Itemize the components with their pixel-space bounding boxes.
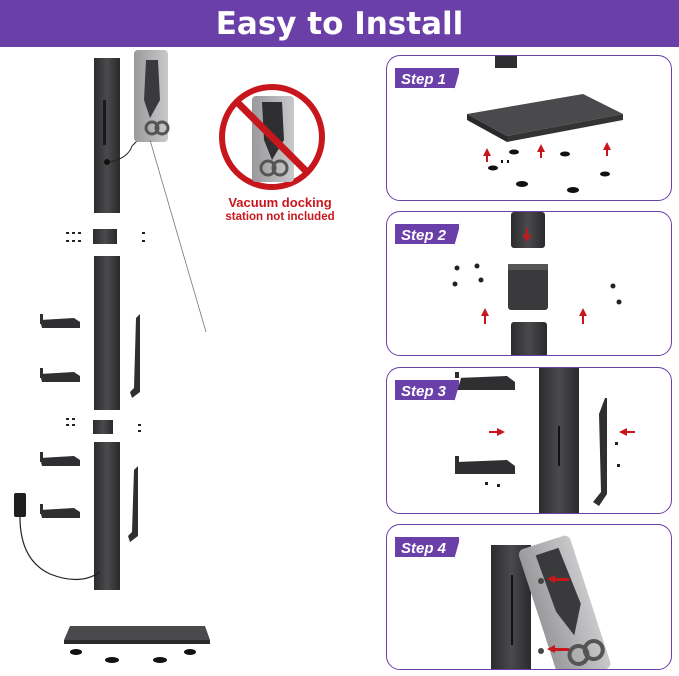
step-3-illustration <box>455 368 635 513</box>
step-1-panel: Step 1 <box>386 55 672 201</box>
banner-title: Easy to Install <box>215 5 464 42</box>
docking-bracket-icon <box>134 50 170 142</box>
step-1-illustration <box>467 56 623 193</box>
step-2-label: Step 2 <box>393 222 461 246</box>
shelf-bracket-icon <box>40 314 80 382</box>
pole-top-segment <box>94 58 120 213</box>
notice-line2: station not included <box>225 211 335 223</box>
step-4-label: Step 4 <box>393 535 461 559</box>
title-banner: Easy to Install <box>0 0 679 47</box>
step-2-illustration <box>452 212 622 355</box>
hook-icon <box>130 314 140 398</box>
step-4-illustration <box>491 535 611 669</box>
pole-bottom-segment <box>94 442 120 590</box>
base-plate-icon <box>64 626 210 663</box>
power-adapter-icon <box>14 493 26 517</box>
connector-sleeve <box>93 229 117 244</box>
step-3-panel: Step 3 <box>386 367 672 514</box>
pole-middle-segment <box>94 256 120 410</box>
step-4-panel: Step 4 <box>386 524 672 670</box>
step-3-label: Step 3 <box>393 378 461 402</box>
not-included-notice: Vacuum docking station not included <box>205 196 355 224</box>
step-1-label: Step 1 <box>393 66 461 90</box>
exploded-assembly-diagram <box>14 50 325 663</box>
notice-line1: Vacuum docking <box>228 195 332 210</box>
no-docking-station-icon <box>219 84 325 190</box>
step-2-panel: Step 2 <box>386 211 672 356</box>
